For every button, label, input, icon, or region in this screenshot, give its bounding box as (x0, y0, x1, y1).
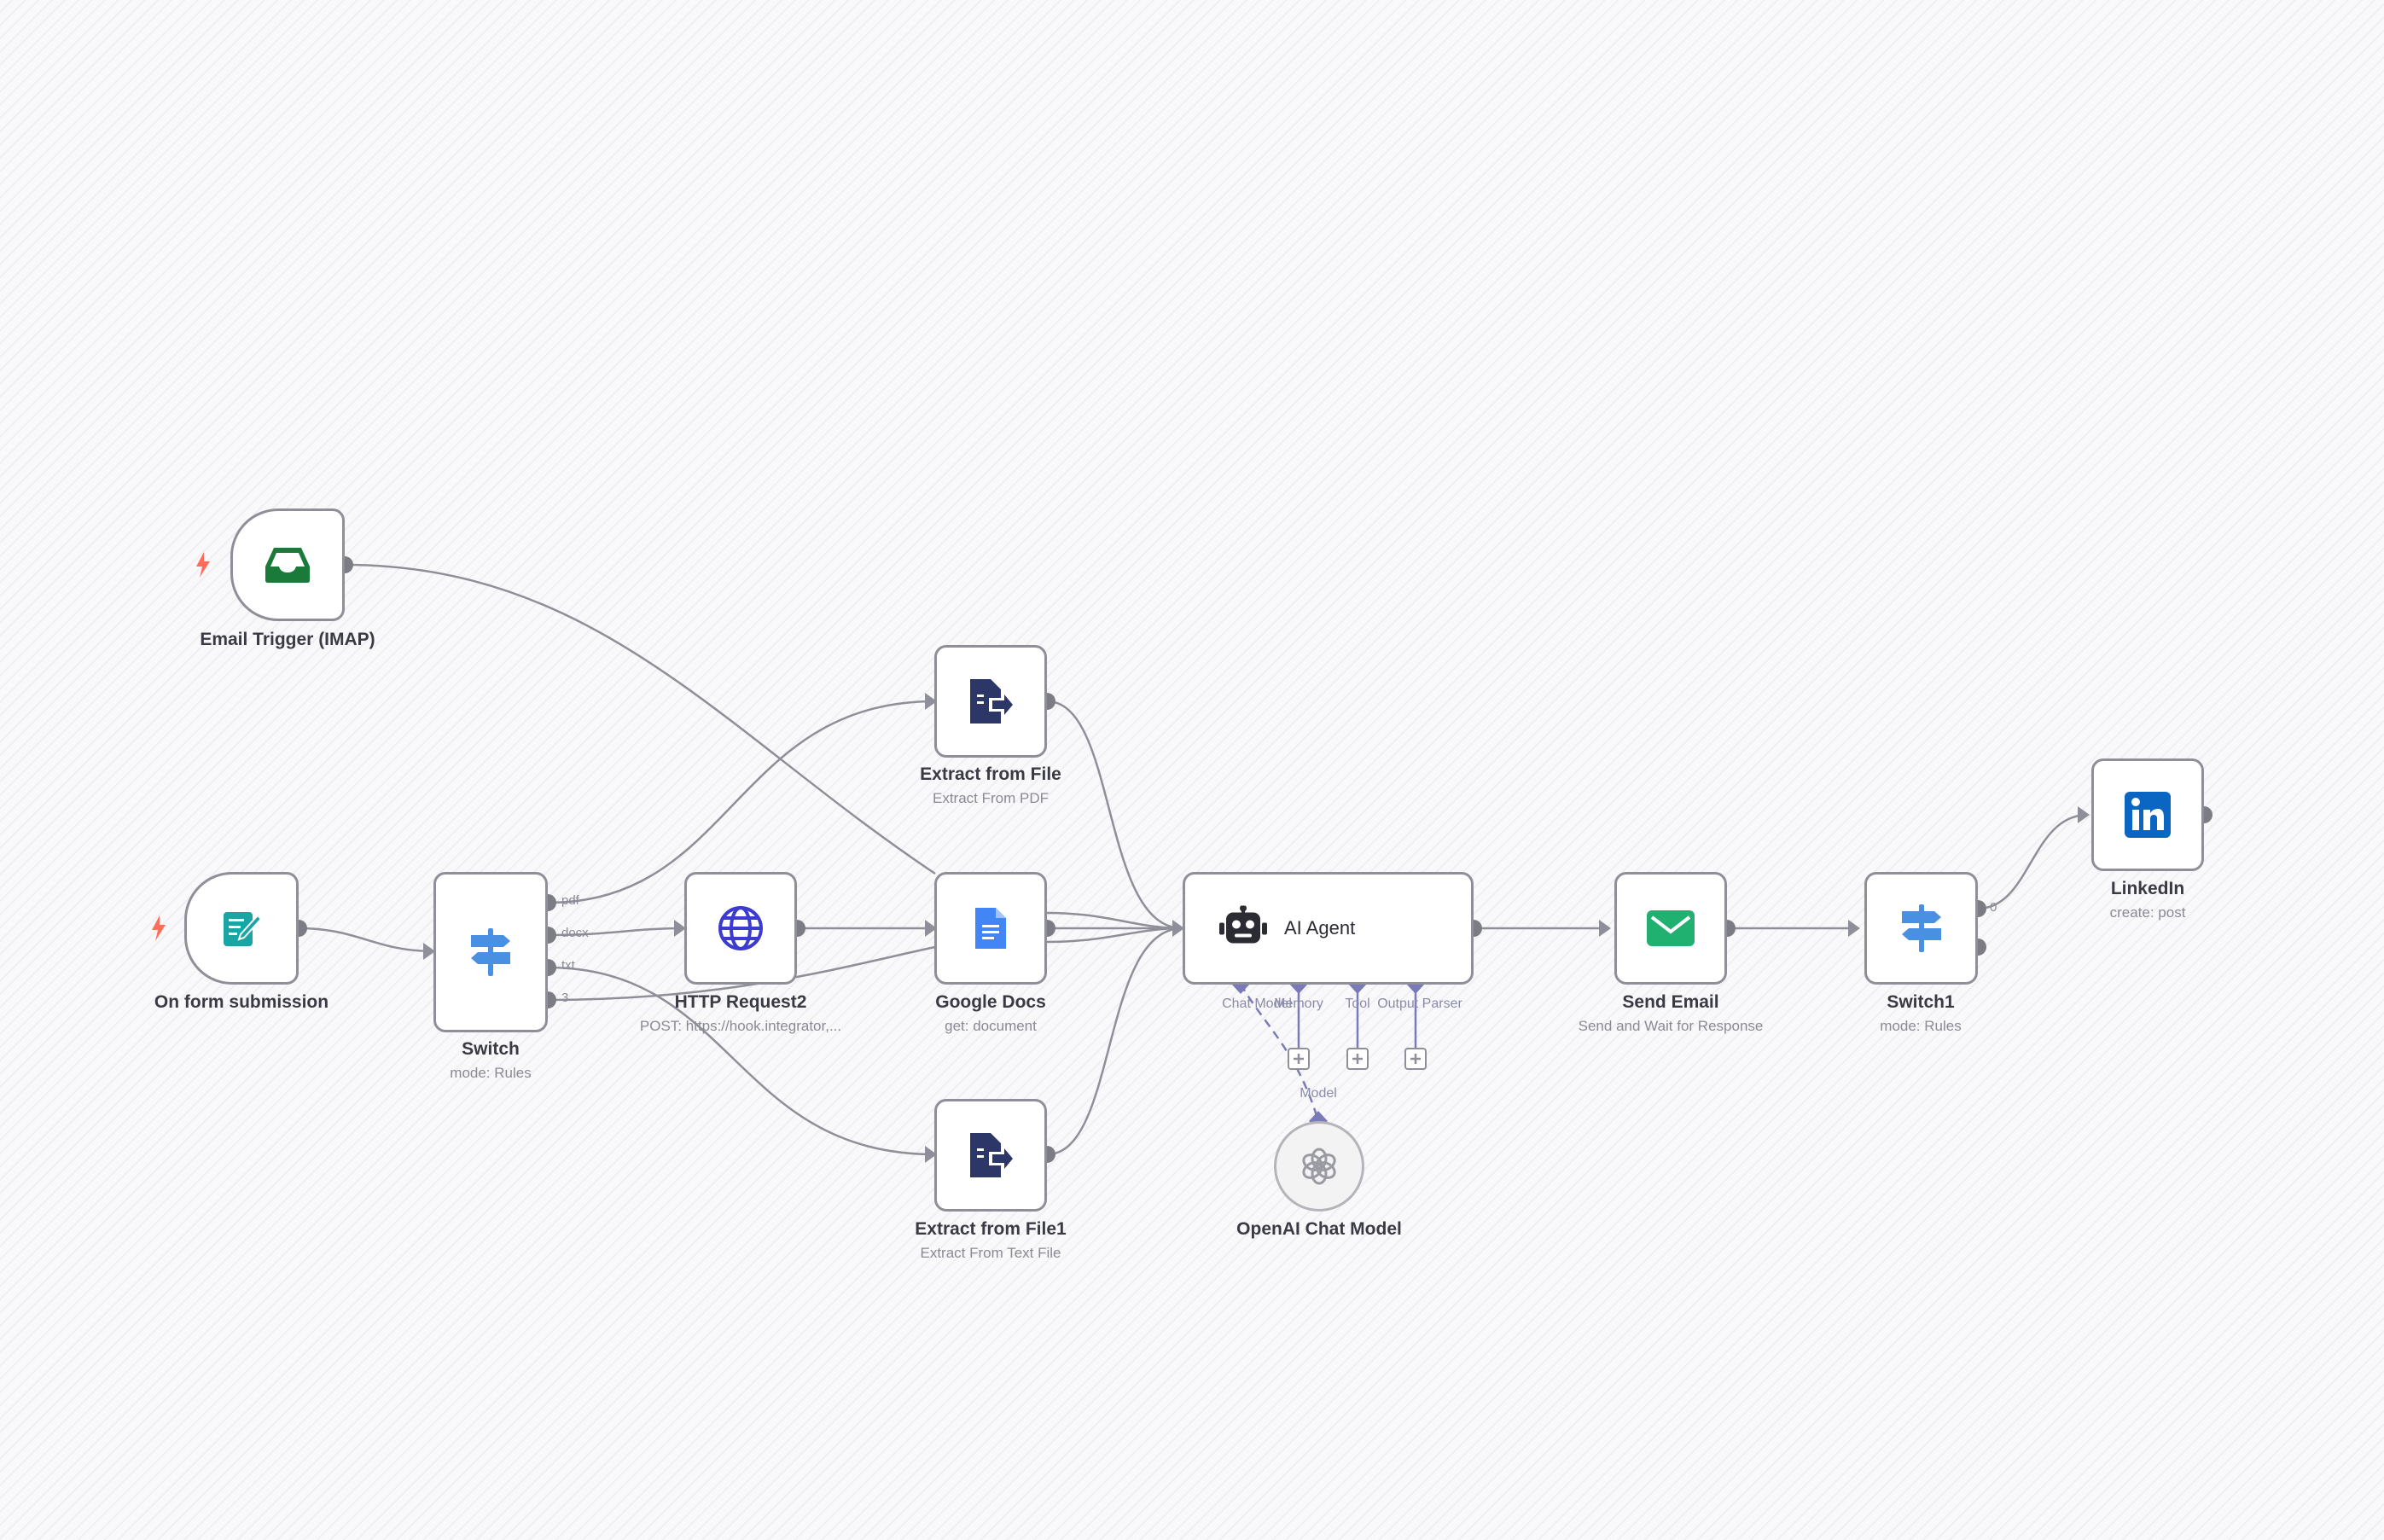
node-title: HTTP Request2 (674, 992, 807, 1012)
sub-input-label-memory: Memory (1274, 997, 1323, 1011)
trigger-bolt-icon (152, 915, 166, 941)
google-docs-node[interactable] (934, 872, 1047, 985)
signpost-icon (1898, 903, 1945, 954)
switch-output-label-docx: docx (561, 926, 589, 940)
http-request-label: HTTP Request2 POST: https://hook.integra… (640, 992, 841, 1035)
input-arrow-agent (1172, 920, 1184, 937)
switch-node[interactable] (433, 872, 548, 1032)
ai-agent-node[interactable]: AI Agent (1183, 872, 1474, 985)
node-subtitle: get: document (945, 1018, 1037, 1034)
input-arrow-linkedin (2078, 806, 2090, 823)
input-arrow-extract (925, 693, 937, 710)
node-title: LinkedIn (2110, 879, 2185, 898)
switch1-node[interactable] (1864, 872, 1978, 985)
add-output-parser-button[interactable] (1404, 1048, 1427, 1070)
edge-email-trigger-to-google-docs[interactable] (344, 563, 936, 875)
input-arrow-extract1 (925, 1146, 937, 1163)
node-title: Extract from File1 (915, 1219, 1067, 1239)
plus-icon (1410, 1054, 1421, 1064)
send-email-label: Send Email Send and Wait for Response (1579, 992, 1764, 1035)
form-trigger-node[interactable] (184, 872, 299, 985)
switch1-label: Switch1 mode: Rules (1880, 992, 1961, 1035)
node-title: On form submission (154, 992, 329, 1012)
edge-model-to-agent[interactable] (1239, 983, 1320, 1122)
edge-extract-to-agent[interactable] (1046, 700, 1183, 930)
node-title: Switch (462, 1039, 520, 1059)
edge-form-to-switch[interactable] (298, 927, 434, 953)
openai-chat-model-node[interactable] (1274, 1121, 1364, 1212)
openai-chat-model-label: OpenAI Chat Model (1236, 1219, 1402, 1240)
agent-title: AI Agent (1284, 917, 1356, 939)
node-subtitle: POST: https://hook.integrator,... (639, 1018, 842, 1034)
node-subtitle: Extract From PDF (932, 790, 1049, 806)
linkedin-label: LinkedIn create: post (2110, 879, 2186, 921)
extract-from-file1-label: Extract from File1 Extract From Text Fil… (915, 1219, 1066, 1262)
node-title: Extract from File (920, 764, 1061, 784)
linkedin-node[interactable] (2091, 758, 2204, 871)
input-arrow-switch1 (1848, 920, 1860, 937)
http-request-node[interactable] (684, 872, 797, 985)
google-docs-label: Google Docs get: document (935, 992, 1046, 1035)
extract-from-file1-node[interactable] (934, 1099, 1047, 1212)
node-subtitle: mode: Rules (1880, 1018, 1962, 1034)
form-icon (220, 907, 263, 950)
signpost-icon (468, 927, 514, 978)
linkedin-icon (2125, 792, 2171, 838)
file-export-icon (967, 1131, 1015, 1179)
edge-switch-pdf-to-extract[interactable] (547, 700, 936, 904)
openai-icon (1300, 1147, 1339, 1186)
node-title: Google Docs (935, 992, 1046, 1012)
send-email-node[interactable] (1614, 872, 1727, 985)
switch-output-label-txt: txt (561, 958, 575, 973)
form-trigger-label: On form submission (154, 992, 329, 1013)
input-arrow-http (674, 920, 686, 937)
input-arrow-switch (423, 943, 435, 960)
robot-icon (1219, 904, 1267, 951)
input-arrow-send-email (1599, 920, 1611, 937)
trigger-bolt-icon (196, 552, 210, 578)
node-title: OpenAI Chat Model (1236, 1219, 1402, 1239)
node-title: Switch1 (1887, 992, 1955, 1012)
add-memory-button[interactable] (1288, 1048, 1310, 1070)
switch1-output-label-0: 0 (1990, 900, 1997, 915)
google-docs-icon (974, 906, 1008, 950)
file-export-icon (967, 677, 1015, 725)
email-trigger-label: Email Trigger (IMAP) (200, 630, 375, 650)
node-subtitle: mode: Rules (450, 1065, 532, 1081)
node-title: Send Email (1622, 992, 1719, 1012)
switch-output-label-3: 3 (561, 991, 569, 1005)
extract-from-file-node[interactable] (934, 645, 1047, 758)
switch-output-label-pdf: pdf (561, 893, 579, 908)
extract-from-file-label: Extract from File Extract From PDF (920, 764, 1061, 807)
globe-icon (717, 904, 765, 952)
edge-switch-txt-to-extract1[interactable] (547, 966, 936, 1156)
model-port-label: Model (1300, 1086, 1337, 1101)
node-subtitle: Extract From Text File (920, 1245, 1061, 1261)
email-trigger-node[interactable] (230, 508, 345, 621)
edge-extract1-to-agent[interactable] (1046, 927, 1183, 1156)
edge-switch-docx-to-http[interactable] (547, 927, 685, 937)
node-subtitle: Send and Wait for Response (1578, 1018, 1764, 1034)
sub-input-label-chat-model: Chat Model (1222, 997, 1292, 1011)
plus-icon (1294, 1054, 1304, 1064)
node-title: Email Trigger (IMAP) (200, 630, 375, 649)
input-arrow-google-docs (925, 920, 937, 937)
edge-switch1-to-linkedin[interactable] (1977, 813, 2089, 910)
plus-icon (1352, 1054, 1363, 1064)
node-subtitle: create: post (2109, 904, 2186, 921)
add-tool-button[interactable] (1346, 1048, 1369, 1070)
edge-google-docs-to-agent-c[interactable] (1046, 927, 1183, 944)
switch-label: Switch mode: Rules (450, 1039, 531, 1082)
sub-input-label-tool: Tool (1345, 997, 1370, 1011)
envelope-icon (1647, 910, 1695, 946)
edge-google-docs-to-agent-a[interactable] (1046, 911, 1183, 930)
inbox-icon (264, 546, 311, 584)
sub-input-label-output-parser: Output Parser (1377, 997, 1462, 1011)
